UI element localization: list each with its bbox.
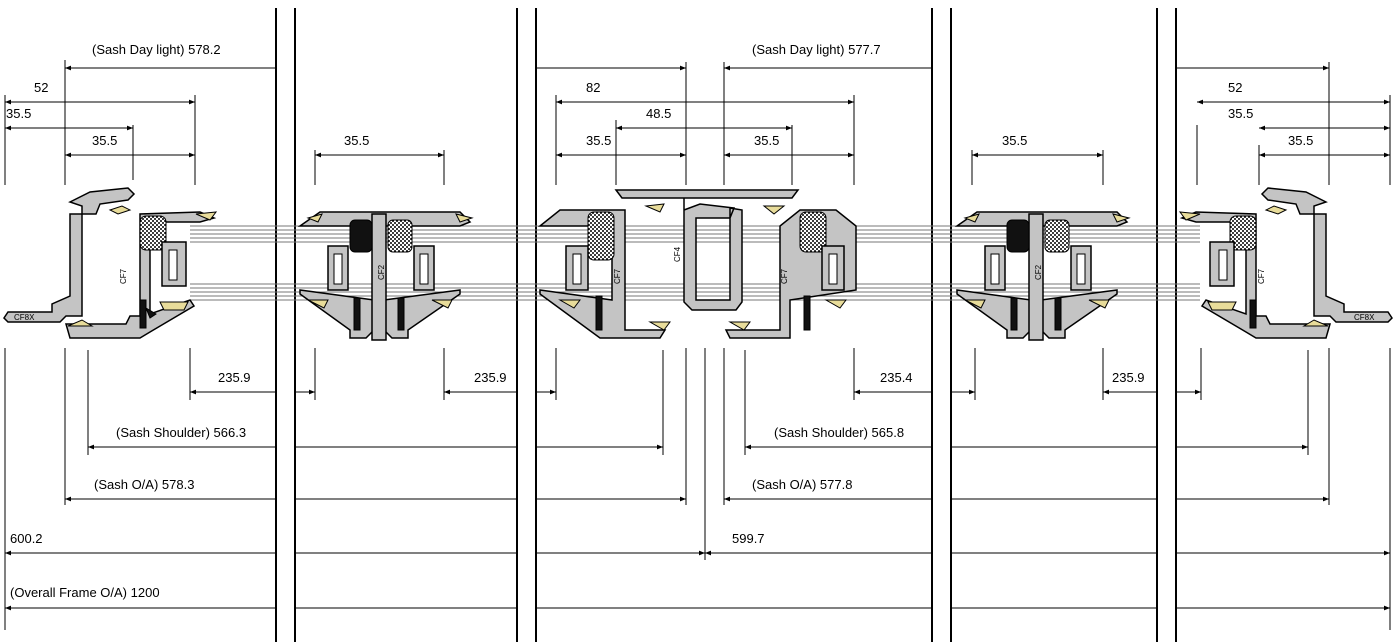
profile-label-cf7-left: CF7: [119, 268, 128, 284]
mullion-1-section: CF2: [297, 211, 474, 341]
dim-sash-shoulder-left: (Sash Shoulder) 566.3: [116, 425, 246, 440]
dim-35-5-mullion-1: 35.5: [344, 133, 369, 148]
bottom-dimension-lines: [5, 389, 1390, 611]
dim-sash-daylight-right: (Sash Day light) 577.7: [752, 42, 881, 57]
dim-600-2: 600.2: [10, 531, 43, 546]
mullion-2-section: CF2: [954, 211, 1131, 341]
dim-35-5-mullion-2: 35.5: [1002, 133, 1027, 148]
dim-235-9-b: 235.9: [474, 370, 507, 385]
top-dimension-lines: [5, 65, 1390, 158]
dim-82: 82: [586, 80, 600, 95]
left-frame-section: CF8X CF7: [3, 187, 218, 339]
dim-599-7: 599.7: [732, 531, 765, 546]
profile-label-cf2-mullion-1: CF2: [377, 264, 386, 280]
profile-label-cf8x-left: CF8X: [14, 313, 35, 322]
profile-label-cf7-centre-left: CF7: [613, 268, 622, 284]
profile-label-cf7-right: CF7: [1257, 268, 1266, 284]
top-dimension-texts: (Sash Day light) 578.2 (Sash Day light) …: [6, 42, 1313, 148]
dim-35-5-centre-b: 35.5: [754, 133, 779, 148]
dim-52-left: 52: [34, 80, 48, 95]
dim-sash-daylight-left: (Sash Day light) 578.2: [92, 42, 221, 57]
dim-35-5-centre-a: 35.5: [586, 133, 611, 148]
dim-sash-oa-right: (Sash O/A) 577.8: [752, 477, 852, 492]
dim-sash-oa-left: (Sash O/A) 578.3: [94, 477, 194, 492]
right-frame-section: CF7 CF8X: [1178, 187, 1393, 339]
profile-label-cf8x-right: CF8X: [1354, 313, 1375, 322]
centre-joint-section: CF7 CF4 CF7: [537, 189, 857, 339]
break-lines: [275, 8, 1177, 642]
profile-label-cf7-centre-right: CF7: [780, 268, 789, 284]
dim-35-5-left-b: 35.5: [92, 133, 117, 148]
dim-35-5-right-b: 35.5: [1288, 133, 1313, 148]
dim-sash-shoulder-right: (Sash Shoulder) 565.8: [774, 425, 904, 440]
dim-235-4: 235.4: [880, 370, 913, 385]
bottom-dimension-texts: 235.9 235.9 235.4 235.9 (Sash Shoulder) …: [10, 370, 1145, 600]
dim-235-9-a: 235.9: [218, 370, 251, 385]
dim-35-5-left-a: 35.5: [6, 106, 31, 121]
dim-35-5-right-a: 35.5: [1228, 106, 1253, 121]
profile-label-cf4: CF4: [673, 246, 682, 262]
extension-lines: [4, 60, 1391, 630]
dim-52-right: 52: [1228, 80, 1242, 95]
dim-48-5: 48.5: [646, 106, 671, 121]
profile-label-cf2-mullion-2: CF2: [1034, 264, 1043, 280]
dim-overall-frame-oa: (Overall Frame O/A) 1200: [10, 585, 160, 600]
dim-235-9-c: 235.9: [1112, 370, 1145, 385]
